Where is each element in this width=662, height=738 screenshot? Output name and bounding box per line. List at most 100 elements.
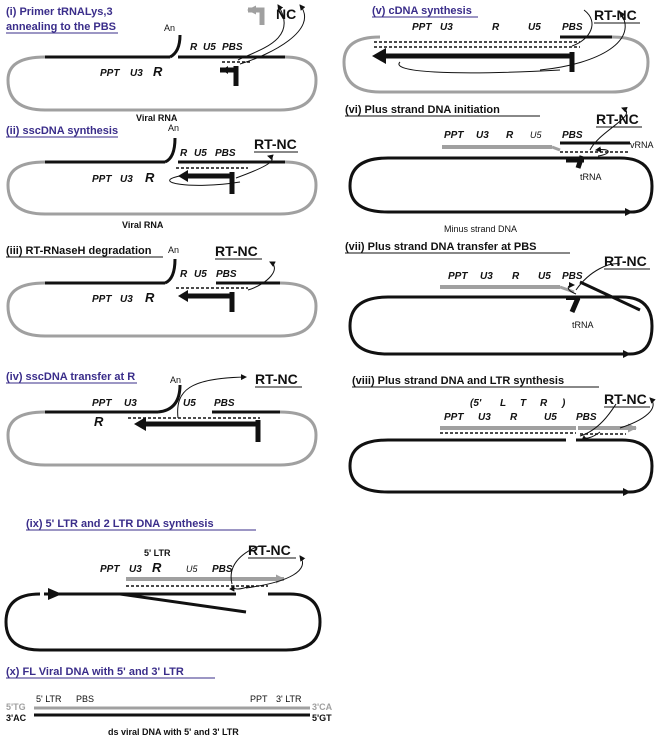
panel-v: (v) cDNA synthesis PPT U3 R U5 PBS RT-NC <box>342 5 650 94</box>
panel-vi-title: (vi) Plus strand DNA initiation <box>345 104 500 116</box>
panel-x-pbs-label: PBS <box>76 694 94 704</box>
panel-iii-r-bottom-label: R <box>145 290 155 305</box>
panel-viii-r-label: R <box>510 412 518 423</box>
panel-i-title-line2: annealing to the PBS <box>6 21 116 33</box>
panel-ix-ppt-label: PPT <box>100 564 120 575</box>
panel-iii-title: (iii) RT-RNaseH degradation <box>6 245 152 257</box>
panel-ii-rtnc-label: RT-NC <box>254 136 297 152</box>
panel-vi-minus-dna-loop <box>348 156 633 216</box>
panel-vi: (vi) Plus strand DNA initiation PPT U3 R… <box>345 104 654 234</box>
panel-iv-r-label: R <box>94 414 104 429</box>
panel-x-5gt-label: 5'GT <box>312 713 332 723</box>
panel-i-u3-label: U3 <box>130 68 143 79</box>
panel-iv-title: (iv) sscDNA transfer at R <box>6 371 135 383</box>
panel-ii-caption: Viral RNA <box>122 220 164 230</box>
panel-viii-ppt-label: PPT <box>444 412 464 423</box>
panel-x-5tg-label: 5'TG <box>6 702 26 712</box>
panel-v-title: (v) cDNA synthesis <box>372 5 472 17</box>
panel-ii-pbs-label: PBS <box>215 148 236 159</box>
panel-viii-ltr-r: R <box>540 398 548 409</box>
panel-i-u5-label: U5 <box>203 42 216 53</box>
panel-i-nc-label: NC <box>276 6 296 22</box>
panel-viii-minus-dna-loop <box>348 438 631 496</box>
panel-x-caption: ds viral DNA with 5' and 3' LTR <box>108 727 239 737</box>
panel-ii-an-label: An <box>168 123 179 133</box>
panel-i-an-label: An <box>164 23 175 33</box>
panel-x-title: (x) FL Viral DNA with 5' and 3' LTR <box>6 666 184 678</box>
panel-i-title-line1: (i) Primer tRNALys,3 <box>6 6 113 18</box>
panel-viii: (viii) Plus strand DNA and LTR synthesis… <box>348 375 656 496</box>
panel-viii-u5-label: U5 <box>544 412 557 423</box>
panel-v-rtnc-label: RT-NC <box>594 7 637 23</box>
panel-iii-u3-label: U3 <box>120 294 133 305</box>
panel-viii-ltr-open: (5' <box>470 398 482 409</box>
panel-iv-u3-label: U3 <box>124 398 137 409</box>
panel-i-pbs-label: PBS <box>222 42 243 53</box>
panel-iii-rna-loop <box>6 281 318 338</box>
panel-vi-pbs-label: PBS <box>562 130 583 141</box>
panel-iii-ppt-label: PPT <box>92 294 112 305</box>
panel-viii-ltr-l: L <box>500 398 506 409</box>
panel-iv-pbs-label: PBS <box>214 398 235 409</box>
panel-ix-ltr5-label: 5' LTR <box>144 548 171 558</box>
panel-iii-pbs-label: PBS <box>216 269 237 280</box>
panel-viii-rtnc-label: RT-NC <box>604 391 647 407</box>
panel-i-rna-loop <box>6 55 318 112</box>
panel-vi-rtnc-label: RT-NC <box>596 111 639 127</box>
panel-iv-rna-loop <box>6 410 318 467</box>
panel-x: (x) FL Viral DNA with 5' and 3' LTR 5'TG… <box>6 666 333 737</box>
panel-iv-rtnc-label: RT-NC <box>255 371 298 387</box>
panel-viii-title: (viii) Plus strand DNA and LTR synthesis <box>352 375 564 387</box>
panel-ix-u3-label: U3 <box>129 564 142 575</box>
panel-i-r-bottom-label: R <box>153 64 163 79</box>
panel-i-caption: Viral RNA <box>136 113 178 123</box>
panel-vii-minus-dna-loop <box>348 295 631 358</box>
panel-viii-u3-label: U3 <box>478 412 491 423</box>
panel-vii-pbs-label: PBS <box>562 271 583 282</box>
panel-iii-an-label: An <box>168 245 179 255</box>
panel-iv-ppt-label: PPT <box>92 398 112 409</box>
panel-ii-r-label: R <box>180 148 188 159</box>
panel-v-u5-label: U5 <box>528 22 541 33</box>
panel-vi-trna-label: tRNA <box>580 172 602 182</box>
panel-vi-u3-label: U3 <box>476 130 489 141</box>
panel-vii-trna-label: tRNA <box>572 320 594 330</box>
panel-iii-rtnc-label: RT-NC <box>215 243 258 259</box>
panel-ii: (ii) sscDNA synthesis An R U5 PBS RT-NC … <box>6 123 318 230</box>
panel-vi-u5-label: U5 <box>530 130 542 140</box>
panel-ix: (ix) 5' LTR and 2 LTR DNA synthesis 5' L… <box>4 518 322 652</box>
panel-i-ppt-label: PPT <box>100 68 120 79</box>
panel-vii-u5-label: U5 <box>538 271 551 282</box>
panel-vi-r-label: R <box>506 130 514 141</box>
panel-iii-r-label: R <box>180 269 188 280</box>
panel-i-polya-tail <box>169 34 182 59</box>
panel-ix-r-label: R <box>152 560 162 575</box>
panel-i-nc-grey-arrow <box>247 5 265 25</box>
panel-ix-title: (ix) 5' LTR and 2 LTR DNA synthesis <box>26 518 214 530</box>
panel-vii-r-label: R <box>512 271 520 282</box>
panel-ii-u5-label: U5 <box>194 148 207 159</box>
panel-vi-vrna-label: vRNA <box>630 140 654 150</box>
panel-iv: (iv) sscDNA transfer at R An PPT U3 U5 P… <box>6 371 318 467</box>
panel-v-r-label: R <box>492 22 500 33</box>
panel-v-ppt-label: PPT <box>412 22 432 33</box>
panel-ii-r-bottom-label: R <box>145 170 155 185</box>
panel-x-3ac-label: 3'AC <box>6 713 27 723</box>
panel-vi-caption: Minus strand DNA <box>444 224 517 234</box>
panel-viii-pbs-label: PBS <box>576 412 597 423</box>
panel-iv-an-label: An <box>170 375 181 385</box>
panel-iii-u5-label: U5 <box>194 269 207 280</box>
panel-v-pbs-label: PBS <box>562 22 583 33</box>
panel-ii-rna-loop <box>6 160 318 216</box>
panel-vii-rtnc-label: RT-NC <box>604 253 647 269</box>
panel-ii-title: (ii) sscDNA synthesis <box>6 125 118 137</box>
panel-ix-pbs-label: PBS <box>212 564 233 575</box>
panel-i-nc-curve <box>237 4 285 61</box>
panel-x-ppt-label: PPT <box>250 694 268 704</box>
panel-vii-title: (vii) Plus strand DNA transfer at PBS <box>345 241 537 253</box>
panel-vi-ppt-label: PPT <box>444 130 464 141</box>
panel-ix-u5-label: U5 <box>186 564 198 574</box>
panel-x-ltr3-label: 3' LTR <box>276 694 302 704</box>
panel-x-3ca-label: 3'CA <box>312 702 333 712</box>
